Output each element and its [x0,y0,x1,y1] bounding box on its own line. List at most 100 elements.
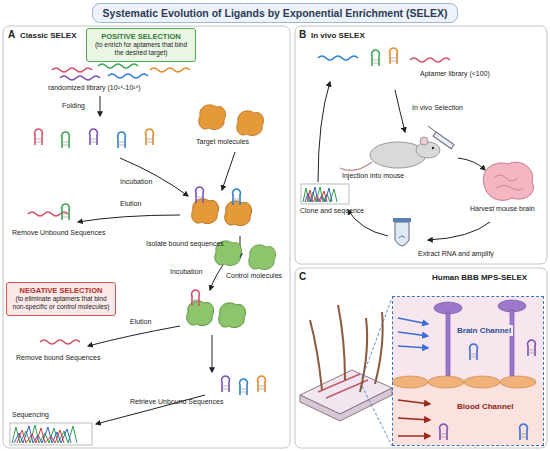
brain [494,175,524,190]
cycle-arrow [428,222,490,240]
mouse [420,137,428,145]
chip [310,305,383,392]
folded-aptamers [62,132,70,148]
step-label: randomized library (10¹⁴-10¹⁶) [48,84,141,92]
target-molecule [237,111,264,136]
channel-label: Brain Channel [455,325,513,336]
step-label: Incubation [170,268,202,276]
tube [393,218,411,222]
panel-title: In vivo SELEX [311,31,365,40]
step-label: Folding [62,102,85,110]
panel-letter: B [299,29,306,41]
bbb-inset [398,400,430,436]
folded-aptamers [35,129,154,148]
chip [338,305,345,380]
step-label: Remove bound Sequences [16,354,100,362]
box-heading: NEGATIVE SELECTION [11,286,111,295]
step-label: Retrieve Unbound Sequences [130,398,223,406]
mouse [340,137,440,170]
cycle-arrow [395,90,405,132]
bbb-inset [393,297,543,383]
bbb-inset [440,424,448,440]
target-molecule [199,105,226,130]
unbound-sequences [62,204,70,220]
step-label: Elution [130,318,151,326]
random-library [52,64,190,80]
folded-aptamers [90,129,98,145]
chromatogram [303,187,337,202]
step-label: Elution [120,200,141,208]
random-library [98,64,138,68]
panel-title: Classic SELEX [20,31,76,40]
chromatogram [301,184,349,204]
aptamer-library [372,50,380,66]
chromatogram [307,190,327,202]
selection-box: POSITIVE SELECTION(to enrich for aptamer… [86,28,196,62]
retrieved-sequences [258,376,266,392]
bbb-inset [510,310,514,376]
bbb-inset [446,312,450,376]
zoom-line [362,298,392,446]
process-arrow [212,335,213,372]
bbb-inset [392,376,428,388]
chip [375,312,383,384]
step-label: Injection into mouse [342,172,404,180]
control-complex [219,303,246,328]
retrieved-sequences [240,379,248,395]
step-label: Remove Unbound Sequences [12,229,105,237]
control-molecule [215,241,276,270]
random-library [150,68,190,72]
bbb-inset [464,376,500,388]
step-label: Sequencing [12,411,49,419]
bound-sequences [40,340,80,344]
bbb-inset [398,400,430,404]
bbb-inset [392,376,536,388]
channel-label: Blood Channel [455,401,515,412]
retrieved-sequences [222,376,266,395]
bbb-inset [434,300,526,376]
chip [360,318,367,392]
cycle-arrow [458,158,485,170]
tube [399,236,405,238]
aptamer-library [390,48,398,64]
mouse [416,142,440,158]
step-label: Aptamer library (<100) [420,70,490,78]
retrieved-sequences [222,376,230,392]
step-label: Incubation [120,178,152,186]
chip [300,388,392,421]
step-label: In vivo Selection [412,104,463,112]
process-arrow [88,326,180,346]
zoom-line [362,298,392,378]
chip [310,320,322,390]
panel-letter: A [8,29,15,41]
bbb-inset [398,346,428,348]
aptamer-library [318,56,358,60]
chromatogram [10,423,92,445]
bound-sequences [40,340,80,344]
panel-frame [295,26,547,264]
panel-title: Human BBB MPS-SELEX [432,273,527,282]
bbb-inset [398,318,428,348]
syringe [428,126,436,132]
box-heading: POSITIVE SELECTION [91,32,191,41]
zoom-line [362,386,392,446]
chromatogram [301,184,349,204]
bbb-inset [398,332,428,336]
bound-complex [225,201,252,226]
unbound-sequences [28,204,70,220]
step-label: Control molecules [226,272,282,280]
process-arrow [222,152,235,190]
step-label: Isolate bound sequences [146,240,224,248]
folded-aptamers [35,129,43,145]
bbb-inset [392,297,543,445]
box-body: (to enrich for aptamers that bind the de… [91,41,191,57]
bbb-inset [500,376,536,388]
control-complex [187,290,246,328]
chromatogram [14,426,71,443]
bbb-inset [398,318,428,324]
tube [395,222,409,246]
bbb-inset [428,376,464,388]
cycle-arrow [318,82,490,240]
bound-complex [196,187,204,203]
